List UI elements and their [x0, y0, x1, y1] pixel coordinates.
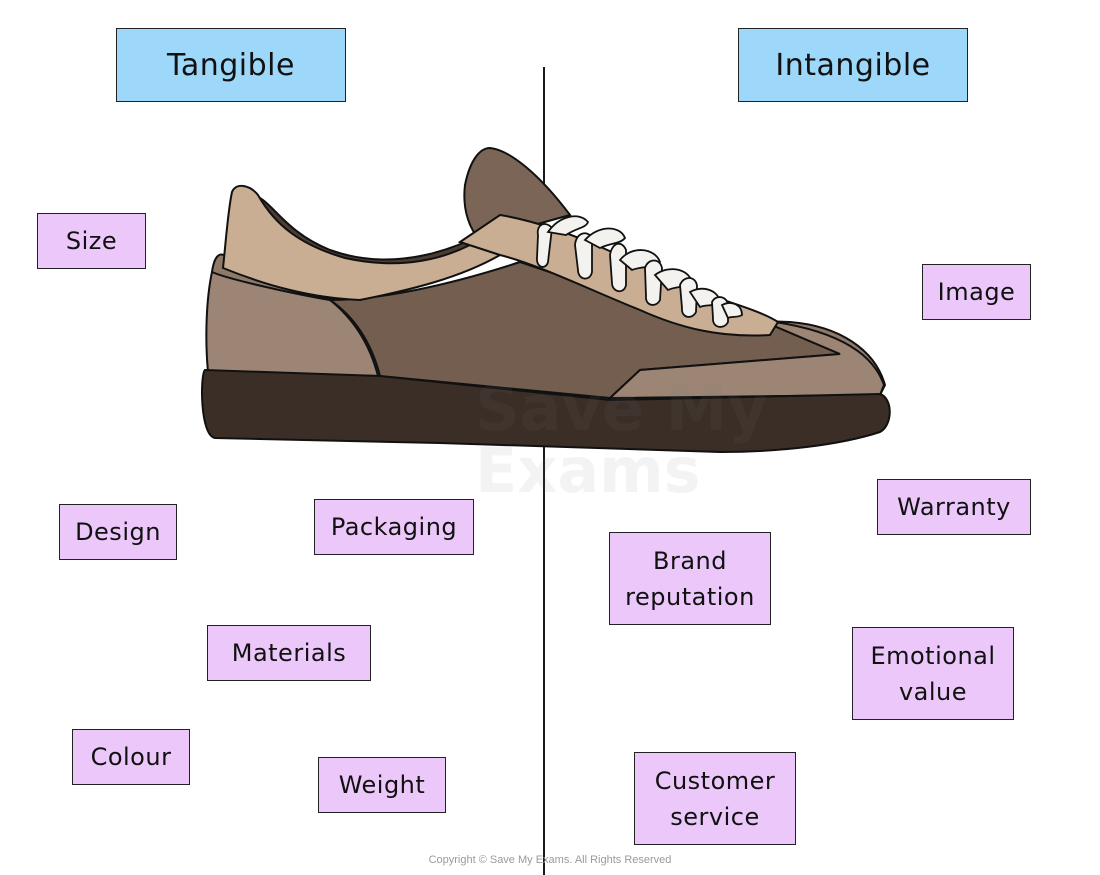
tangible-header: Tangible — [116, 28, 346, 102]
sneaker-illustration — [201, 146, 891, 454]
tag-colour: Colour — [72, 729, 190, 785]
tag-weight: Weight — [318, 757, 446, 813]
copyright-notice: Copyright © Save My Exams. All Rights Re… — [428, 854, 672, 866]
tag-customer-service: Customer service — [634, 752, 796, 845]
tag-packaging: Packaging — [314, 499, 474, 555]
intangible-header: Intangible — [738, 28, 968, 102]
tag-emotional-value: Emotional value — [852, 627, 1014, 720]
tag-image: Image — [922, 264, 1031, 320]
tag-warranty: Warranty — [877, 479, 1031, 535]
tag-brand-reputation: Brand reputation — [609, 532, 771, 625]
tag-size: Size — [37, 213, 146, 269]
shoe-sole — [201, 368, 891, 454]
shoe-laces — [536, 215, 743, 328]
shoe-heel-panel — [205, 270, 380, 378]
shoe-heel-tab — [463, 146, 572, 242]
tag-design: Design — [59, 504, 177, 560]
center-divider — [543, 67, 545, 875]
watermark: Save My Exams — [475, 372, 768, 507]
tag-materials: Materials — [207, 625, 371, 681]
